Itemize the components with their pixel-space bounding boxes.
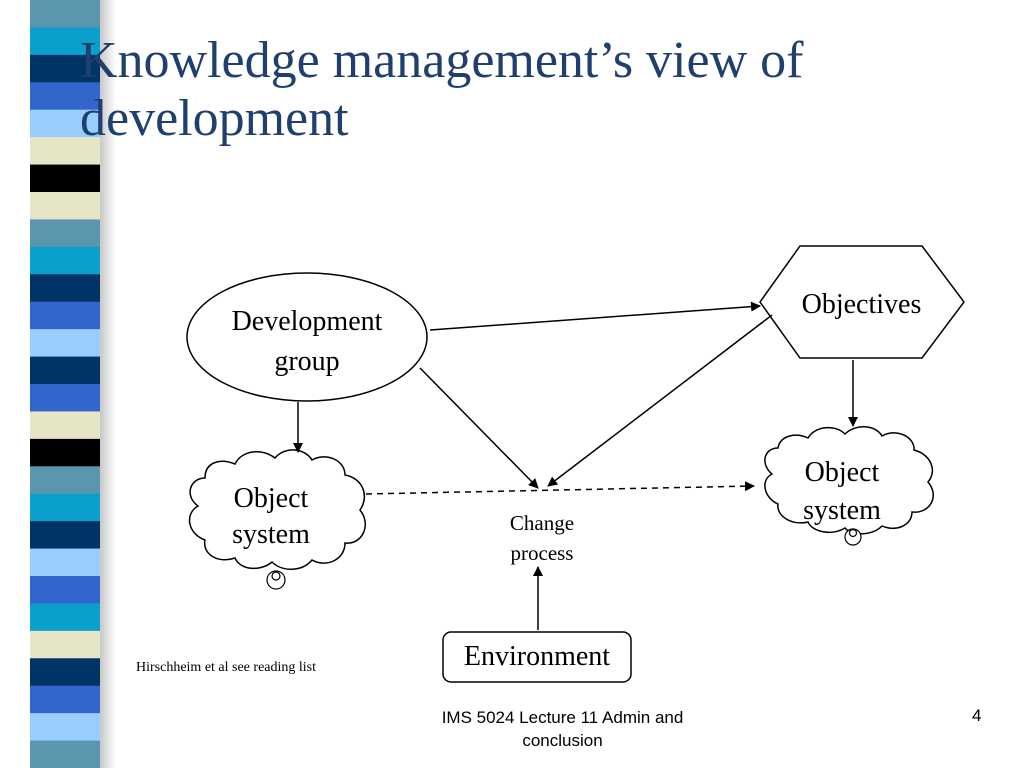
stripe-block [30, 466, 100, 495]
stripe-block [30, 82, 100, 111]
footer-text: IMS 5024 Lecture 11 Admin and conclusion [441, 708, 684, 750]
stripe-block [30, 192, 100, 220]
environment-box [442, 631, 632, 683]
objectives-label: Objectives [801, 289, 922, 320]
object-system-right-label: Object system [803, 457, 881, 526]
stripe-block [30, 109, 100, 138]
stripe-block [30, 630, 100, 659]
stripe-block [30, 740, 100, 768]
stripe-block [30, 521, 100, 550]
object-system-right-cloud [764, 426, 934, 546]
stripe-block [30, 219, 100, 248]
objectives-hexagon [759, 245, 965, 359]
stripe-block [30, 0, 100, 28]
stripe-block [30, 493, 100, 522]
stripe-block [30, 576, 100, 604]
stripe-block [30, 54, 100, 83]
object-system-left-label: Object system [232, 483, 310, 550]
stripe-shadow [100, 0, 116, 768]
stripe-block [30, 27, 100, 56]
stripe-block [30, 438, 100, 467]
development-group-ellipse [186, 272, 428, 402]
stripe-block [30, 658, 100, 687]
stripe-block [30, 137, 100, 166]
slide-title: Knowledge management’s view of developme… [80, 32, 804, 147]
stripe-block [30, 246, 100, 275]
change-process-label: Change process [509, 511, 575, 565]
stripe-block [30, 329, 100, 358]
stripe-block [30, 603, 100, 632]
stripe-block [30, 713, 100, 742]
stripe-block [30, 411, 100, 440]
arrow-development-to-change [419, 367, 539, 489]
development-group-label: Development group [231, 306, 383, 377]
stripe-block [30, 164, 100, 193]
environment-label: Environment [463, 641, 611, 672]
citation-text: Hirschheim et al see reading list [136, 660, 316, 675]
page-number: 4 [972, 706, 982, 725]
stripe-block [30, 384, 100, 412]
arrow-development-to-objectives [429, 301, 761, 331]
stripe-block [30, 548, 100, 577]
stripe-block [30, 356, 100, 385]
stripe-block [30, 274, 100, 303]
arrow-objectives-to-change [547, 314, 773, 487]
object-system-left-cloud [188, 449, 366, 590]
stripe-block [30, 685, 100, 714]
stripe-block [30, 301, 100, 330]
decorative-stripe [30, 0, 100, 768]
dashed-arrow-object-system-to-object-system [365, 481, 755, 495]
